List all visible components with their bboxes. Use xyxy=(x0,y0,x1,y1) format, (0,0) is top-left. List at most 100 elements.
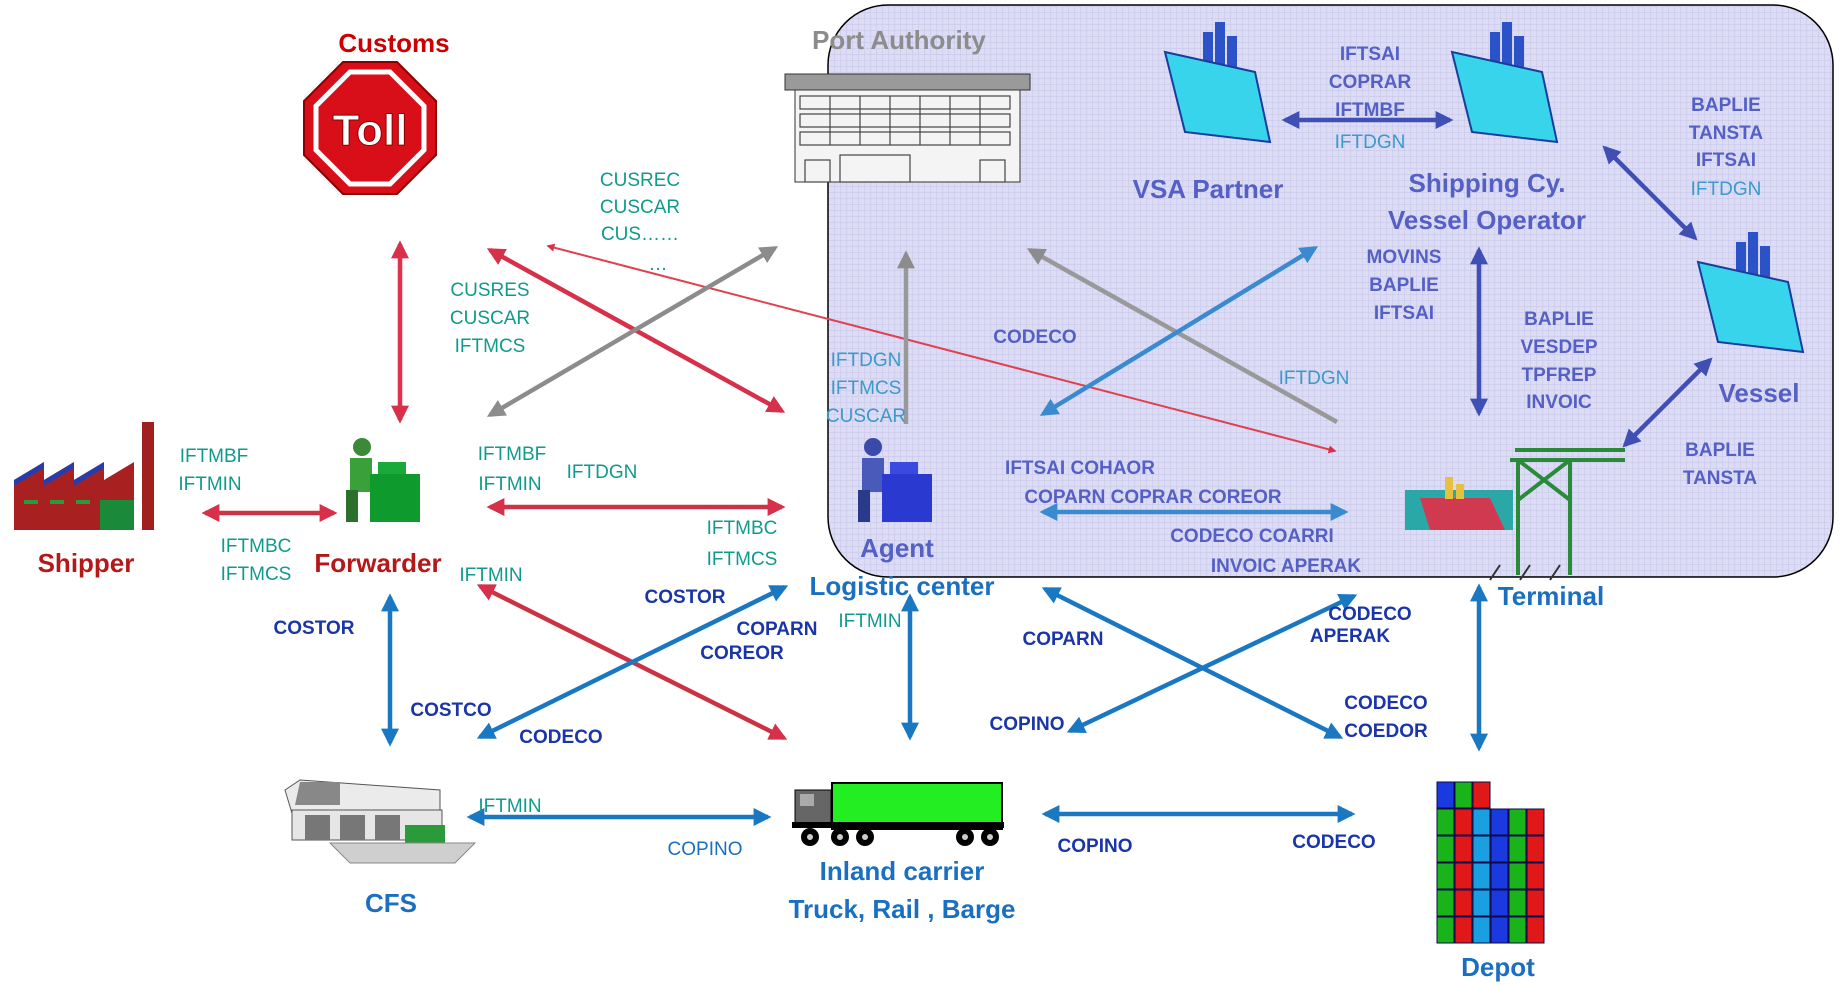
msg-vsa-shipping-2: COPRAR xyxy=(1329,72,1412,93)
container-block xyxy=(1436,808,1455,836)
agent-label: Agent xyxy=(860,533,934,563)
container-block xyxy=(1526,808,1545,836)
msg-cfs-inland-iftmin: IFTMIN xyxy=(478,796,541,817)
msg-shipping-vessel-4: IFTDGN xyxy=(1691,179,1762,200)
msg-vessel-terminal-1: BAPLIE xyxy=(1685,440,1755,461)
container-block xyxy=(1454,916,1473,944)
container-block xyxy=(1490,862,1509,890)
container-block xyxy=(1472,916,1491,944)
message-arrows xyxy=(201,111,1713,826)
msg-shipping-terminal-r1: BAPLIE xyxy=(1524,309,1594,330)
msg-customs-top-1: CUSREC xyxy=(600,170,680,191)
msg-vsa-shipping-1: IFTSAI xyxy=(1340,44,1400,65)
container-block xyxy=(1436,889,1455,917)
msg-inland-depot-copino: COPINO xyxy=(1058,836,1133,857)
shipper-label: Shipper xyxy=(38,548,135,578)
inland-carrier-label: Inland carrier xyxy=(820,856,985,886)
logistic-center-label: Logistic center xyxy=(810,571,995,601)
msg-depot-coedor: COEDOR xyxy=(1344,721,1428,742)
toll-sign-text: Toll xyxy=(333,106,408,155)
msg-customs-top-3: CUS…… xyxy=(601,224,679,245)
port-authority-building-icon xyxy=(784,73,1031,183)
msg-cfs-codeco: CODECO xyxy=(519,727,602,748)
vsa-partner-label: VSA Partner xyxy=(1133,174,1284,204)
container-block xyxy=(1436,781,1455,809)
msg-iftdgn-terminal: IFTDGN xyxy=(1279,368,1350,389)
container-block xyxy=(1490,889,1509,917)
container-block xyxy=(1526,862,1545,890)
msg-shipper-forwarder-4: IFTMCS xyxy=(221,564,292,585)
terminal-crane-icon xyxy=(1405,448,1625,581)
msg-shipping-terminal-r2: VESDEP xyxy=(1520,337,1597,358)
msg-shipping-terminal-l1: MOVINS xyxy=(1367,247,1442,268)
msg-terminal-aperak: APERAK xyxy=(1310,626,1391,647)
msg-logistic-coparn-2: COPARN xyxy=(1023,629,1104,650)
msg-forwarder-inland: IFTMIN xyxy=(459,565,522,586)
container-block xyxy=(1454,781,1473,809)
shipping-company-label: Shipping Cy. xyxy=(1409,168,1566,198)
msg-forwarder-agent-1: IFTMBF xyxy=(478,444,547,465)
msg-shipper-forwarder-1: IFTMBF xyxy=(180,446,249,467)
container-block xyxy=(1490,808,1509,836)
container-block xyxy=(1472,781,1491,809)
vessel-ship-icon xyxy=(1696,232,1805,354)
msg-shipping-vessel-1: BAPLIE xyxy=(1691,95,1761,116)
msg-customs-top-4: … xyxy=(649,254,668,275)
container-block xyxy=(1508,835,1527,863)
msg-agent-terminal-3: CODECO COARRI xyxy=(1170,526,1334,547)
msg-shipping-vessel-2: TANSTA xyxy=(1689,123,1764,144)
msg-agent-port-1: IFTDGN xyxy=(831,350,902,371)
forwarder-person-icon xyxy=(346,438,420,522)
container-block xyxy=(1490,916,1509,944)
container-block xyxy=(1508,889,1527,917)
msg-codeco-agent: CODECO xyxy=(993,327,1076,348)
vessel-label: Vessel xyxy=(1719,378,1800,408)
container-block xyxy=(1472,862,1491,890)
msg-forwarder-agent-2: IFTMIN xyxy=(478,474,541,495)
msg-agent-port-2: IFTMCS xyxy=(831,378,902,399)
truck-icon xyxy=(792,782,1004,846)
msg-depot-codeco: CODECO xyxy=(1344,693,1427,714)
container-block xyxy=(1454,835,1473,863)
msg-depot-copino: COPINO xyxy=(990,714,1065,735)
cfs-label: CFS xyxy=(365,888,417,918)
vsa-partner-ship-icon xyxy=(1163,22,1272,144)
shipper-factory-icon xyxy=(14,422,154,530)
container-block xyxy=(1526,835,1545,863)
depot-label: Depot xyxy=(1461,952,1535,982)
container-block xyxy=(1490,835,1509,863)
port-authority-label: Port Authority xyxy=(812,25,986,55)
terminal-label: Terminal xyxy=(1498,581,1604,611)
msg-customs-mid-1: CUSRES xyxy=(450,280,529,301)
cfs-warehouse-icon xyxy=(284,779,477,864)
msg-shipping-terminal-r4: INVOIC xyxy=(1526,392,1592,413)
msg-logistic-inland-iftmin: IFTMIN xyxy=(838,611,901,632)
depot-container-stack-icon xyxy=(1436,781,1545,944)
msg-vsa-shipping-3: IFTMBF xyxy=(1335,100,1405,121)
msg-cfs-costco: COSTCO xyxy=(410,700,491,721)
msg-agent-terminal-4: INVOIC APERAK xyxy=(1211,556,1362,577)
container-block xyxy=(1472,889,1491,917)
msg-agent-terminal-1: IFTSAI COHAOR xyxy=(1005,458,1155,479)
msg-customs-mid-3: IFTMCS xyxy=(455,336,526,357)
container-block xyxy=(1508,862,1527,890)
msg-terminal-codeco: CODECO xyxy=(1328,604,1411,625)
msg-agent-port-3: CUSCAR xyxy=(826,406,906,427)
container-block xyxy=(1436,835,1455,863)
container-block xyxy=(1508,916,1527,944)
msg-agent-terminal-2: COPARN COPRAR COREOR xyxy=(1024,487,1281,508)
container-block xyxy=(1454,862,1473,890)
container-block xyxy=(1472,835,1491,863)
msg-logistic-coreor: COREOR xyxy=(700,643,784,664)
msg-shipping-terminal-l2: BAPLIE xyxy=(1369,275,1439,296)
msg-vessel-terminal-2: TANSTA xyxy=(1683,468,1758,489)
container-block xyxy=(1436,862,1455,890)
msg-shipping-vessel-3: IFTSAI xyxy=(1696,150,1756,171)
container-block xyxy=(1472,808,1491,836)
container-block xyxy=(1526,916,1545,944)
msg-cfs-logistic-costor: COSTOR xyxy=(645,587,726,608)
customs-label: Customs xyxy=(338,28,449,58)
container-block xyxy=(1454,889,1473,917)
msg-forwarder-agent-iftdgn: IFTDGN xyxy=(567,462,638,483)
